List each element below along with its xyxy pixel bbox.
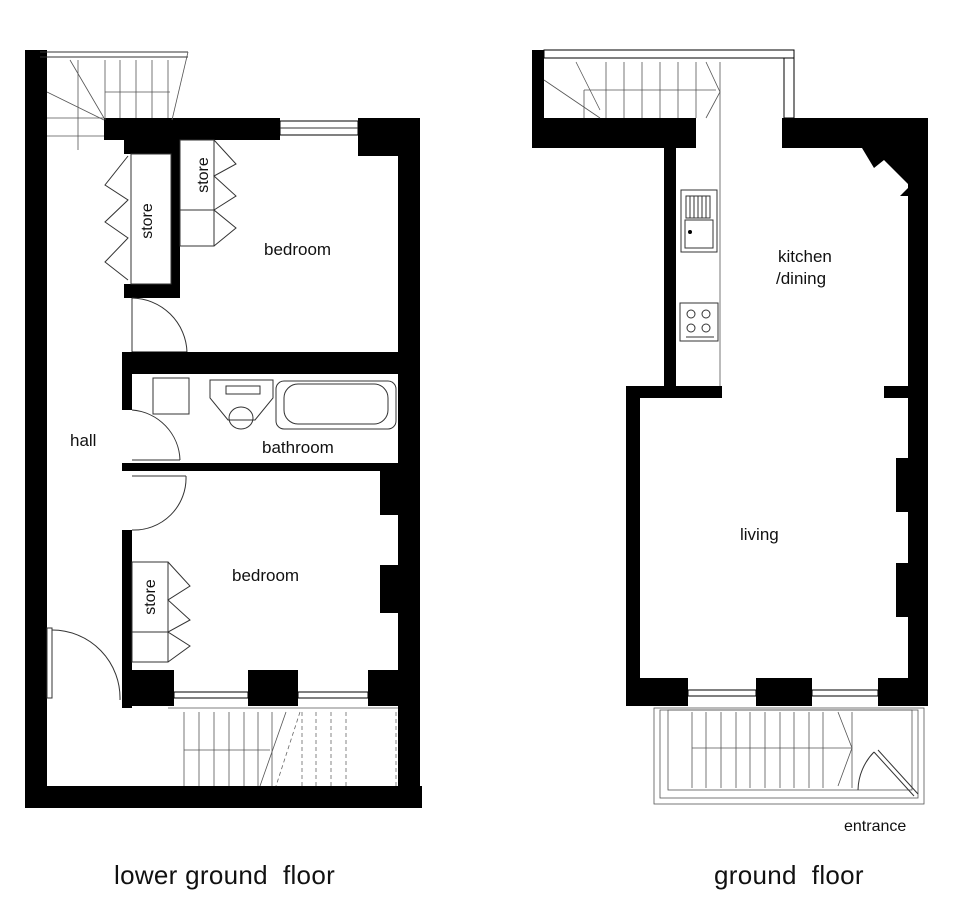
wall-stair-bottom xyxy=(532,118,696,148)
entrance-door xyxy=(873,751,915,797)
wall-stair-left xyxy=(532,50,544,120)
wall-bathroom-bottom xyxy=(122,463,392,471)
room-label-bedroom-1: bedroom xyxy=(264,240,332,259)
wall-front-pier-2 xyxy=(248,670,298,706)
door-bedroom-1 xyxy=(131,297,188,353)
kitchen-hob xyxy=(679,302,719,342)
wall-chimney-g2 xyxy=(896,563,920,617)
wall-top-right-pier xyxy=(358,118,420,156)
wall-kitchen-top xyxy=(782,118,928,148)
bathtub xyxy=(275,380,397,430)
wall-left xyxy=(25,50,47,808)
toilet-basin xyxy=(209,379,274,421)
kitchen-sink xyxy=(680,189,718,253)
room-label-store-1: store xyxy=(194,157,212,193)
wall-living-left xyxy=(626,386,640,706)
door-bedroom-2 xyxy=(131,475,187,531)
wall-front-pier-1 xyxy=(122,670,174,706)
corner-fireplace xyxy=(862,148,910,196)
wall-store-partition xyxy=(171,138,180,298)
staircase-lower xyxy=(168,707,398,787)
room-label-bedroom-2: bedroom xyxy=(232,566,300,585)
entrance-steps xyxy=(653,707,925,805)
room-label-store-2: store xyxy=(138,203,156,239)
wall-chimney-2 xyxy=(380,565,420,613)
wall-front-g-pier-1 xyxy=(626,678,688,706)
room-label-store-3: store xyxy=(141,579,159,615)
wall-bathroom-top xyxy=(122,352,420,374)
wall-bottom xyxy=(25,786,422,808)
wall-store-top xyxy=(124,138,179,154)
wall-store-bottom xyxy=(124,284,180,298)
plan-title-lower-ground-floor: lower ground floor xyxy=(114,860,336,890)
wall-chimney-1 xyxy=(380,463,420,515)
staircase-upper xyxy=(40,51,189,150)
wall-bathroom-left xyxy=(122,352,132,410)
ground-floor-plan xyxy=(532,49,928,805)
plan-title-ground-floor: ground floor xyxy=(714,860,864,890)
wall-front-pier-3 xyxy=(368,670,420,706)
door-bathroom xyxy=(131,409,181,461)
wall-chimney-g1 xyxy=(896,458,920,512)
wall-living-top-left xyxy=(626,386,722,398)
front-door-leaf xyxy=(46,627,53,699)
staircase-ground-top xyxy=(543,61,721,388)
label-entrance: entrance xyxy=(844,818,907,835)
room-label-bathroom: bathroom xyxy=(262,438,334,457)
lower-ground-floor-plan xyxy=(25,50,422,808)
wall-front-g-pier-3 xyxy=(878,678,928,706)
wall-kitchen-left xyxy=(664,148,676,388)
wall-top xyxy=(104,118,280,140)
room-label-kitchen: kitchen xyxy=(778,247,832,266)
room-label-living: living xyxy=(740,525,779,544)
wall-right-ground xyxy=(908,118,928,706)
room-label-hall: hall xyxy=(70,431,97,450)
wall-bedroom-2-left xyxy=(122,530,132,708)
wall-front-g-pier-2 xyxy=(756,678,812,706)
shower-tray xyxy=(152,377,190,415)
wall-living-top-right xyxy=(884,386,910,398)
room-label-dining: /dining xyxy=(776,269,827,288)
